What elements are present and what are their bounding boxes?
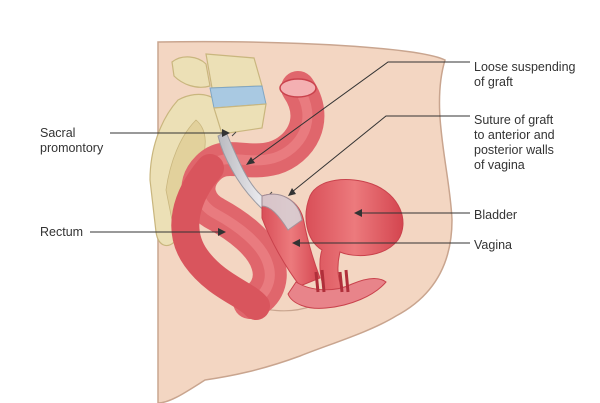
rectum — [171, 154, 270, 320]
label-line: of graft — [474, 75, 513, 89]
leader-arrowheads — [218, 129, 362, 247]
vertebra-upper — [205, 53, 263, 89]
label-suture-of-graft: Suture of graft to anterior and posterio… — [474, 113, 555, 173]
label-sacral-promontory: Sacral promontory — [40, 126, 103, 156]
arrow-loose — [246, 157, 255, 165]
label-line: Suture of graft — [474, 113, 554, 127]
label-line: of vagina — [474, 158, 525, 172]
arrow-rectum — [218, 228, 226, 236]
vertebra-lower — [213, 103, 267, 135]
bladder — [305, 179, 404, 295]
label-line: promontory — [40, 141, 104, 155]
label-vagina: Vagina — [474, 238, 512, 253]
label-loose-suspending: Loose suspending of graft — [474, 60, 575, 90]
arrow-suture — [288, 188, 296, 196]
arrow-sacral — [222, 129, 230, 137]
urethra-vessels — [314, 269, 350, 293]
leader-suture — [291, 115, 470, 193]
label-line: Bladder — [474, 208, 518, 222]
label-line: Sacral — [40, 126, 76, 140]
colon-cut-end — [279, 78, 317, 98]
leader-loose — [249, 61, 470, 163]
vertebra-process — [171, 56, 211, 88]
arrow-vagina — [292, 239, 300, 247]
arrow-bladder — [354, 209, 362, 217]
label-bladder: Bladder — [474, 208, 517, 223]
label-line: Vagina — [474, 238, 512, 252]
label-rectum: Rectum — [40, 225, 83, 240]
label-line: to anterior and — [474, 128, 555, 142]
vaginal-vault-graft — [261, 193, 303, 231]
perineum — [287, 277, 387, 309]
label-line: posterior walls — [474, 143, 554, 157]
label-line: Loose suspending — [474, 60, 576, 74]
leader-lines — [90, 61, 470, 244]
label-line: Rectum — [40, 225, 84, 239]
